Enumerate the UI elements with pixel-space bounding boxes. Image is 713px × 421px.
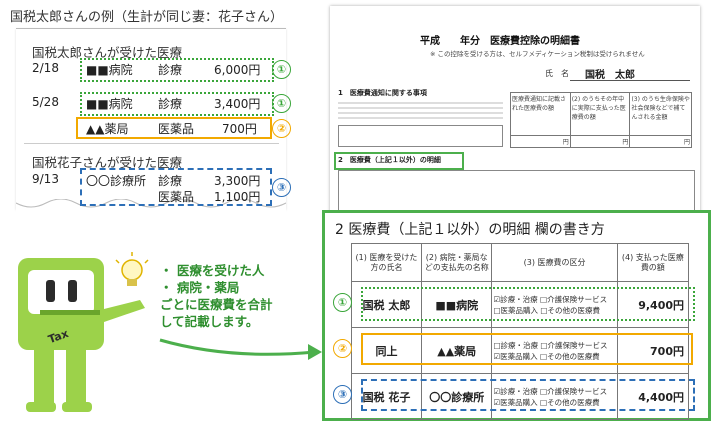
- row-kind: 診療: [158, 63, 183, 77]
- row-amount: 3,400円: [214, 97, 261, 111]
- row-highlight-2: [361, 333, 693, 365]
- row-kind: 診療: [158, 174, 183, 188]
- section1-title: 1 医療費通知に関する事項: [338, 89, 427, 97]
- yen: 円: [569, 135, 631, 148]
- divider: [24, 143, 279, 144]
- row-amount: 1,100円: [214, 190, 261, 204]
- row-place: 〇〇診療所: [86, 174, 147, 188]
- col-header: 医療費通知に記載された医療費の額: [510, 92, 571, 136]
- row-place: ▲▲薬局: [86, 122, 129, 136]
- taro-section-title: 国税太郎さんが受けた医療: [32, 45, 183, 60]
- category-line: ☑医薬品購入 □その他の医療費: [493, 351, 600, 361]
- section2-highlight: [334, 152, 464, 170]
- header-category: (3) 医療費の区分: [491, 243, 618, 282]
- header-person: (1) 医療を受けた方の氏名: [351, 243, 422, 282]
- row-payee: 〇〇診療所: [420, 373, 493, 420]
- highlight-box-4: [80, 168, 272, 206]
- marker-2: ②: [272, 119, 291, 138]
- yen: 円: [510, 135, 571, 148]
- form-title: 平成 年分 医療費控除の明細書: [420, 36, 580, 47]
- form-note: ※ この控除を受ける方は、セルフメディケーション税制は受けられません: [430, 50, 645, 58]
- category-line: □医薬品購入 □その他の医療費: [493, 305, 601, 315]
- yen: 円: [629, 135, 692, 148]
- hanako-section-title: 国税花子さんが受けた医療: [32, 155, 183, 170]
- row-date: 9/13: [32, 172, 59, 186]
- row-kind: 医薬品: [158, 122, 195, 136]
- marker-3: ③: [333, 385, 352, 404]
- category-line: ☑診療・治療 □介護保険サービス: [493, 386, 608, 396]
- speech-line: ・ 医療を受けた人: [160, 263, 265, 278]
- instruction-panel: 2 医療費（上記１以外）の明細 欄の書き方 (1) 医療を受けた方の氏名 (2)…: [322, 210, 711, 421]
- speech-line: ・ 病院・薬局: [160, 280, 240, 295]
- speech-line: ごとに医療費を合計: [160, 297, 273, 312]
- section2-table-preview: [338, 170, 695, 212]
- example-title: 国税太郎さんの例（生計が同じ妻：花子さん）: [10, 10, 284, 25]
- connector-line: [159, 338, 322, 360]
- col-header: (3) のうち生命保険や社会保険などで補てんされる金額: [629, 92, 692, 136]
- marker-3: ③: [272, 178, 291, 197]
- name-value: 国税 太郎: [585, 70, 635, 81]
- marker-1b: ①: [272, 94, 291, 113]
- tax-mascot-illustration: [18, 252, 149, 412]
- panel-title: 2 医療費（上記１以外）の明細 欄の書き方: [335, 222, 605, 238]
- row-date: 2/18: [32, 61, 59, 75]
- row-kind: 医薬品: [158, 190, 195, 204]
- row-highlight-3: [361, 379, 695, 411]
- header-amount: (4) 支払った医療費の額: [616, 243, 690, 282]
- section1-table: 医療費通知に記載された医療費の額 (2) のうちその年中に実際に支払った医療費の…: [510, 92, 692, 148]
- row-amount: 6,000円: [214, 63, 261, 77]
- speech-line: して記載します。: [160, 314, 259, 329]
- highlight-box-3: [76, 117, 272, 139]
- marker-1: ①: [333, 293, 352, 312]
- torn-edge: [16, 199, 286, 213]
- section1-text-block: [338, 99, 503, 151]
- section2-title: 2 医療費（上記１以外）の明細: [338, 156, 441, 164]
- category-line: □診療・治療 □介護保険サービス: [493, 340, 608, 350]
- row-place: ■■病院: [86, 63, 133, 77]
- category-line: ☑診療・治療 □介護保険サービス: [493, 294, 608, 304]
- marker-2: ②: [333, 339, 352, 358]
- name-label: 氏 名: [545, 69, 569, 78]
- marker-1: ①: [272, 60, 291, 79]
- row-amount: 3,300円: [214, 174, 261, 188]
- row-highlight-1: [361, 287, 695, 321]
- row-date: 5/28: [32, 95, 59, 109]
- header-payee: (2) 病院・薬局などの支払先の名称: [420, 243, 493, 282]
- col-header: (2) のうちその年中に実際に支払った医療費の額: [569, 92, 631, 136]
- category-line: ☑医薬品購入 □その他の医療費: [493, 397, 600, 407]
- row-kind: 診療: [158, 97, 183, 111]
- row-place: ■■病院: [86, 97, 133, 111]
- name-underline: [570, 80, 690, 81]
- row-amount: 700円: [222, 122, 257, 136]
